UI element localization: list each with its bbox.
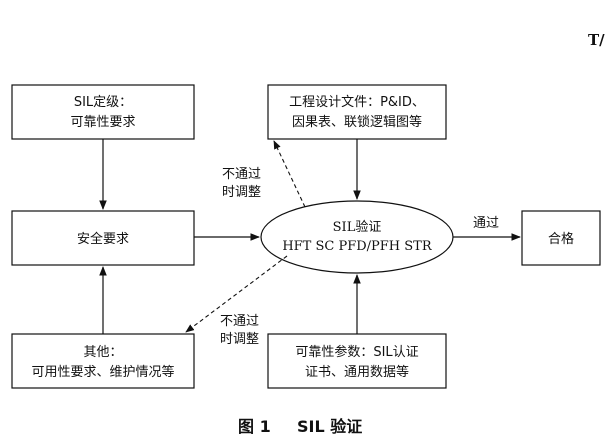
- node-design-docs: 工程设计文件：P&ID、 因果表、联锁逻辑图等: [267, 84, 447, 140]
- figure-number: 图 1: [238, 417, 271, 436]
- edge-label-fail-lower-line2: 时调整: [220, 332, 259, 347]
- node-reliability-params-line1: 可靠性参数：SIL认证: [295, 344, 418, 360]
- edge-label-fail-upper-line1: 不通过: [222, 167, 261, 182]
- node-sil-rating: SIL定级： 可靠性要求: [11, 84, 195, 140]
- node-sil-rating-line2: 可靠性要求: [70, 115, 135, 130]
- edge-label-fail-upper-line2: 时调整: [222, 185, 261, 200]
- corner-mark: T/: [588, 31, 605, 49]
- node-sil-rating-line1: SIL定级：: [74, 95, 132, 110]
- node-other-line1: 其他：: [83, 345, 122, 360]
- node-sil-verification-line2: HFT SC PFD/PFH STR: [282, 239, 433, 254]
- node-pass: 合格: [521, 210, 601, 266]
- node-reliability-params: 可靠性参数：SIL认证 证书、通用数据等: [267, 333, 447, 389]
- figure-caption: 图 1 SIL 验证: [238, 417, 362, 436]
- node-safety-requirements: 安全要求: [11, 210, 195, 266]
- node-design-docs-line1: 工程设计文件：P&ID、: [289, 95, 425, 110]
- node-other-line2: 可用性要求、维护情况等: [31, 364, 174, 380]
- node-reliability-params-line2: 证书、通用数据等: [305, 364, 409, 380]
- edge-label-fail-lower-line1: 不通过: [220, 314, 259, 329]
- figure-title: SIL 验证: [297, 417, 362, 436]
- dashed-arrow-fail-to-other: [185, 255, 288, 333]
- node-sil-verification: SIL验证 HFT SC PFD/PFH STR: [260, 200, 454, 274]
- dashed-arrow-fail-to-design-docs: [273, 140, 306, 208]
- node-pass-label: 合格: [548, 231, 574, 247]
- node-design-docs-line2: 因果表、联锁逻辑图等: [292, 114, 422, 130]
- node-sil-verification-line1: SIL验证: [333, 219, 382, 235]
- edge-label-pass: 通过: [473, 216, 499, 231]
- node-other: 其他： 可用性要求、维护情况等: [11, 333, 195, 389]
- node-safety-requirements-label: 安全要求: [77, 231, 129, 247]
